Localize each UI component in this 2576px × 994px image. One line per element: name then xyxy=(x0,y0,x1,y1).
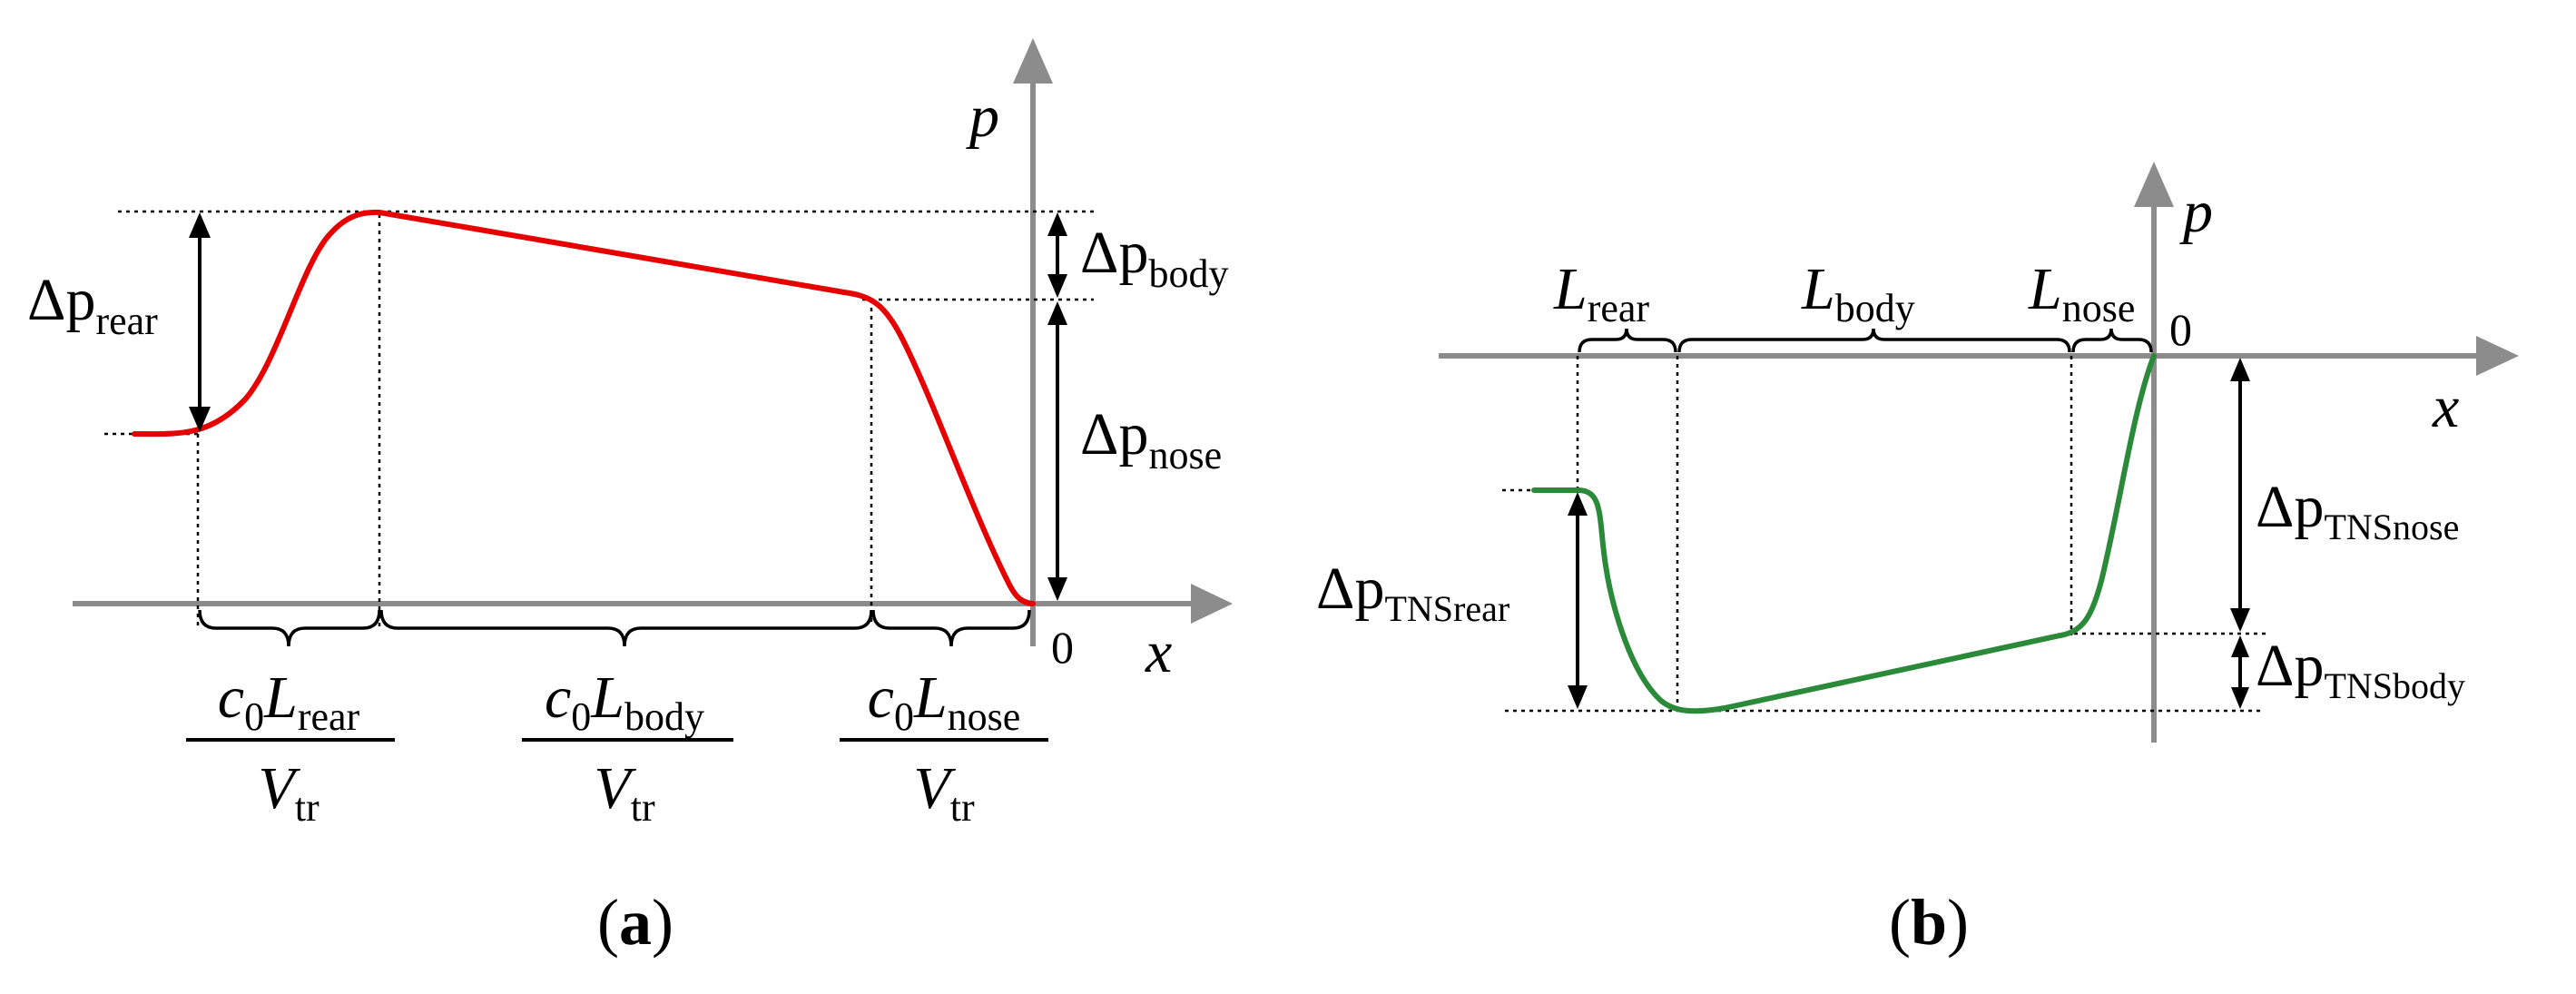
panel-a-dp-body-arrowhead-top xyxy=(1047,212,1067,236)
panel-b-l-rear-label: Lrear xyxy=(1553,256,1649,330)
panel-b-dp-tns-body-label: ΔpTNSbody xyxy=(2256,633,2465,706)
panel-a-dp-body-label: Δpbody xyxy=(1080,220,1228,296)
svg-text:Vtr: Vtr xyxy=(594,755,655,830)
svg-text:Vtr: Vtr xyxy=(258,755,320,830)
panel-b-dp-tns-nose-arrowhead-bottom xyxy=(2230,608,2250,632)
panel-b-dp-tns-body-arrowhead-bottom xyxy=(2231,687,2249,709)
panel-a-origin-label: 0 xyxy=(1051,622,1074,673)
panel-b-brace-nose xyxy=(2071,328,2153,353)
panel-b-dp-tns-rear-arrowhead-bottom xyxy=(1568,685,1588,709)
panel-a-x-axis-label: x xyxy=(1145,619,1172,685)
panel-a-y-axis-label: p xyxy=(966,84,999,150)
panel-b-dp-tns-rear-label: ΔpTNSrear xyxy=(1316,556,1509,629)
panel-b-l-body-label: Lbody xyxy=(1801,256,1915,330)
panel-b-brace-body xyxy=(1677,328,2071,353)
panel-a-length-body: c0Lbody Vtr xyxy=(522,664,733,830)
panel-a-length-rear: c0Lrear Vtr xyxy=(186,664,395,830)
panel-b-x-axis-label: x xyxy=(2432,374,2459,440)
panel-b-dp-tns-rear-arrowhead-top xyxy=(1568,492,1588,516)
panel-a: p x 0 Δprear Δpbody Δpnose xyxy=(27,38,1233,959)
panel-b-pressure-curve xyxy=(1531,353,2157,714)
panel-a-brace-nose xyxy=(871,609,1031,647)
panel-a-dp-nose-arrowhead-bottom xyxy=(1047,577,1067,601)
panel-b-x-axis-arrowhead xyxy=(2476,336,2519,376)
panel-a-brace-body xyxy=(379,609,873,647)
svg-text:c0Lbody: c0Lbody xyxy=(545,664,704,739)
panel-a-dp-body-arrowhead-bottom xyxy=(1047,274,1067,298)
panel-b-y-axis-label: p xyxy=(2179,179,2213,245)
panel-b: p x 0 Lrear Lbody Lnos xyxy=(1316,162,2519,959)
panel-a-dp-nose-arrowhead-top xyxy=(1047,301,1067,325)
panel-a-dp-rear-arrowhead-top xyxy=(189,212,211,238)
panel-a-brace-rear xyxy=(198,609,381,647)
svg-text:Vtr: Vtr xyxy=(913,755,975,830)
panel-a-length-nose: c0Lnose Vtr xyxy=(840,664,1048,830)
panel-a-x-axis-arrowhead xyxy=(1191,584,1233,624)
panel-a-y-axis-arrowhead xyxy=(1013,38,1053,84)
panel-b-dp-tns-nose-arrowhead-top xyxy=(2230,358,2250,381)
panel-a-dp-rear-arrowhead-bottom xyxy=(189,407,211,432)
panel-b-caption: (b) xyxy=(1889,886,1969,959)
svg-text:c0Lnose: c0Lnose xyxy=(868,664,1021,739)
panel-a-dp-nose-label: Δpnose xyxy=(1080,401,1222,477)
svg-text:c0Lrear: c0Lrear xyxy=(218,664,360,739)
panel-a-pressure-curve xyxy=(132,209,1036,606)
panel-b-l-nose-label: Lnose xyxy=(2028,256,2135,330)
panel-b-y-axis-arrowhead xyxy=(2134,162,2174,207)
panel-b-dp-tns-nose-label: ΔpTNSnose xyxy=(2256,474,2459,547)
panel-a-caption: (a) xyxy=(597,886,673,959)
panel-a-dp-rear-label: Δprear xyxy=(27,267,158,343)
panel-b-brace-rear xyxy=(1578,328,1677,353)
panel-b-origin-label: 0 xyxy=(2169,304,2192,355)
panel-b-dp-tns-body-arrowhead-top xyxy=(2231,635,2249,657)
